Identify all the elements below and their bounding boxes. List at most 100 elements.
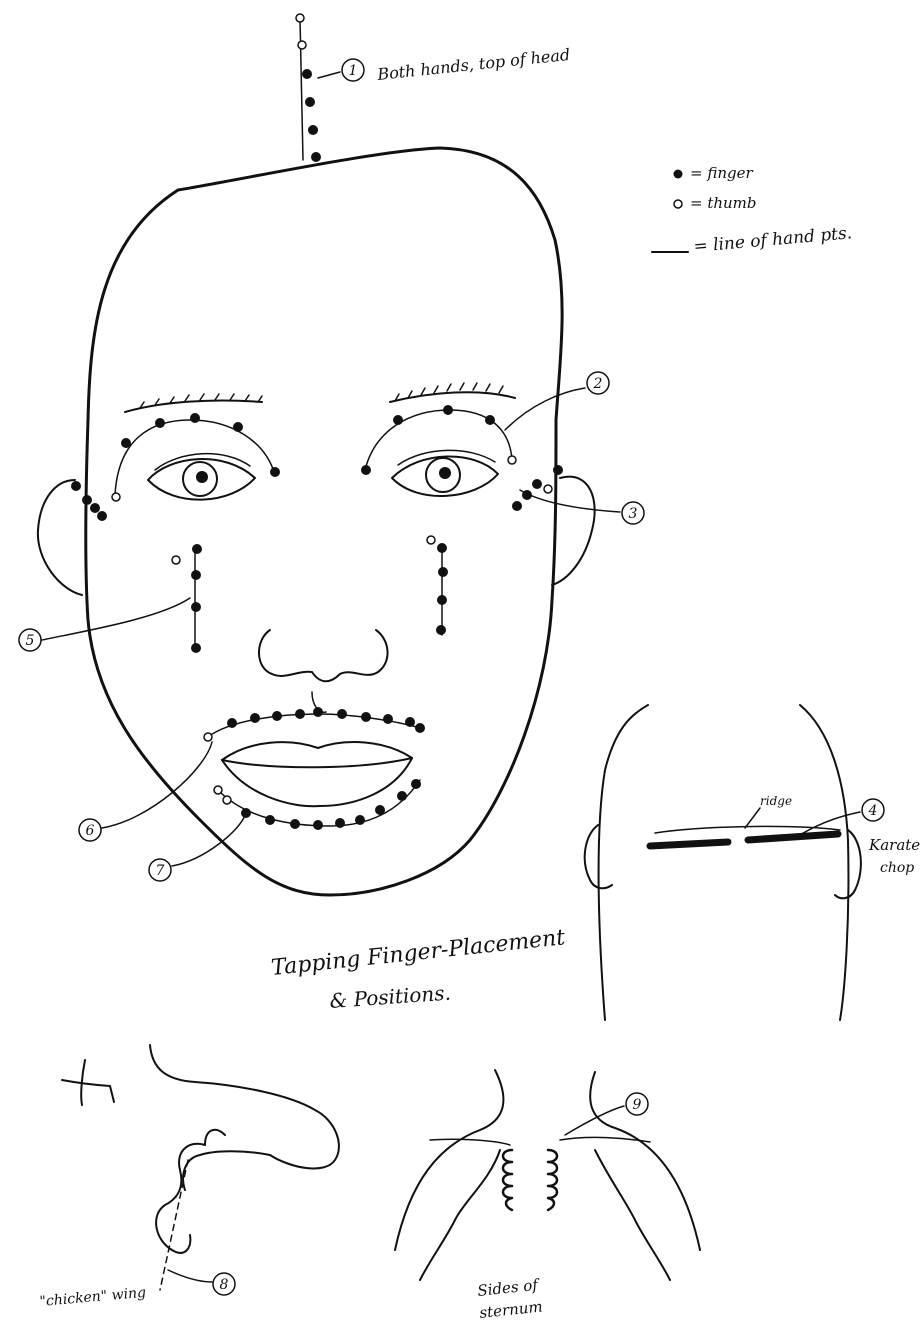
leader-7 bbox=[172, 815, 245, 866]
legend-thumb-dot bbox=[674, 200, 682, 208]
finger-point bbox=[415, 723, 425, 733]
finger-point bbox=[485, 415, 495, 425]
legend-line-label: = line of hand pts. bbox=[693, 223, 853, 257]
head-back-view: ridge 4 Karate chop bbox=[585, 705, 921, 1020]
callout-4-label-line1: Karate bbox=[868, 836, 920, 854]
legend-finger-dot bbox=[674, 170, 683, 179]
finger-point bbox=[227, 718, 237, 728]
right-ear bbox=[552, 477, 595, 585]
finger-point bbox=[82, 495, 92, 505]
callout-5-number: 5 bbox=[26, 633, 35, 649]
finger-point bbox=[302, 69, 312, 79]
tapping-points bbox=[71, 14, 563, 830]
callout-1: 1 Both hands, top of head bbox=[318, 45, 571, 84]
thumb-point bbox=[223, 796, 231, 804]
finger-point bbox=[71, 481, 81, 491]
finger-point bbox=[90, 503, 100, 513]
finger-point bbox=[375, 805, 385, 815]
finger-point bbox=[411, 779, 421, 789]
finger-point bbox=[272, 711, 282, 721]
thumb-point bbox=[298, 41, 306, 49]
leader-2 bbox=[505, 388, 585, 430]
finger-point bbox=[295, 709, 305, 719]
finger-point bbox=[305, 97, 315, 107]
right-hand-fingers bbox=[548, 1150, 557, 1210]
callout-9-label-line1: Sides of bbox=[477, 1275, 542, 1299]
face-front-view bbox=[38, 148, 595, 895]
leader-9 bbox=[565, 1106, 624, 1135]
ridge-label: ridge bbox=[760, 794, 792, 808]
thumb-point bbox=[172, 556, 180, 564]
finger-point bbox=[192, 544, 202, 554]
diagram-title: Tapping Finger-Placement & Positions. bbox=[270, 925, 566, 1013]
finger-point bbox=[335, 818, 345, 828]
finger-point bbox=[191, 643, 201, 653]
finger-point bbox=[383, 714, 393, 724]
finger-point bbox=[308, 125, 318, 135]
elbow-curve bbox=[205, 1130, 225, 1145]
finger-point bbox=[437, 595, 447, 605]
back-head-right-outline bbox=[800, 705, 848, 1020]
finger-point bbox=[436, 625, 446, 635]
nose bbox=[259, 630, 388, 681]
forearm-outline bbox=[183, 1151, 270, 1190]
title-line2: & Positions. bbox=[329, 981, 452, 1013]
upper-lip bbox=[222, 742, 412, 760]
lip-line bbox=[222, 758, 412, 767]
finger-point bbox=[532, 479, 542, 489]
line-1-top-head bbox=[300, 18, 303, 160]
left-arm-inner bbox=[420, 1150, 500, 1280]
left-hand-fingers bbox=[503, 1150, 512, 1210]
finger-point bbox=[191, 602, 201, 612]
leader-1 bbox=[318, 72, 340, 78]
tapping-lines bbox=[115, 18, 512, 826]
hand-outline bbox=[156, 1144, 205, 1253]
callout-8-label: "chicken" wing bbox=[39, 1285, 147, 1310]
finger-point bbox=[438, 567, 448, 577]
finger-point bbox=[155, 418, 165, 428]
finger-point bbox=[313, 820, 323, 830]
finger-point bbox=[397, 791, 407, 801]
finger-point bbox=[241, 808, 251, 818]
line-2-left-brow bbox=[115, 420, 275, 495]
thumb-point bbox=[296, 14, 304, 22]
left-eyebrow bbox=[125, 400, 262, 412]
finger-point bbox=[337, 709, 347, 719]
finger-point bbox=[121, 438, 131, 448]
ridge-leader bbox=[745, 808, 760, 828]
thumb-point bbox=[204, 733, 212, 741]
finger-point bbox=[233, 422, 243, 432]
finger-point bbox=[311, 152, 321, 162]
callout-5: 5 bbox=[19, 598, 190, 651]
leader-5 bbox=[42, 598, 190, 640]
back-head-left-outline bbox=[599, 705, 648, 1020]
finger-point bbox=[265, 815, 275, 825]
finger-point bbox=[361, 465, 371, 475]
left-shoulder-outline bbox=[395, 1070, 503, 1250]
callout-2-number: 2 bbox=[593, 376, 603, 392]
legend-finger-label: = finger bbox=[690, 164, 753, 182]
callout-1-number: 1 bbox=[349, 63, 358, 79]
karate-chop-left-mark bbox=[650, 842, 728, 846]
leader-3 bbox=[520, 490, 620, 512]
left-ear bbox=[38, 480, 82, 595]
callout-6-number: 6 bbox=[86, 823, 95, 839]
chicken-wing-figure: 8 "chicken" wing bbox=[39, 1045, 339, 1310]
finger-point bbox=[190, 413, 200, 423]
title-line1: Tapping Finger-Placement bbox=[270, 925, 566, 981]
thumb-point bbox=[112, 493, 120, 501]
left-pupil bbox=[196, 471, 208, 483]
sternum-figure: 9 Sides of sternum bbox=[395, 1070, 700, 1322]
figure-scribble bbox=[62, 1060, 114, 1105]
thumb-point bbox=[214, 786, 222, 794]
karate-chop-right-mark bbox=[748, 834, 838, 840]
callout-9-number: 9 bbox=[633, 1097, 642, 1113]
right-shoulder-outline bbox=[590, 1072, 700, 1250]
finger-point bbox=[270, 467, 280, 477]
finger-point bbox=[443, 405, 453, 415]
finger-point bbox=[405, 717, 415, 727]
finger-point bbox=[361, 712, 371, 722]
finger-point bbox=[355, 815, 365, 825]
finger-point bbox=[512, 501, 522, 511]
